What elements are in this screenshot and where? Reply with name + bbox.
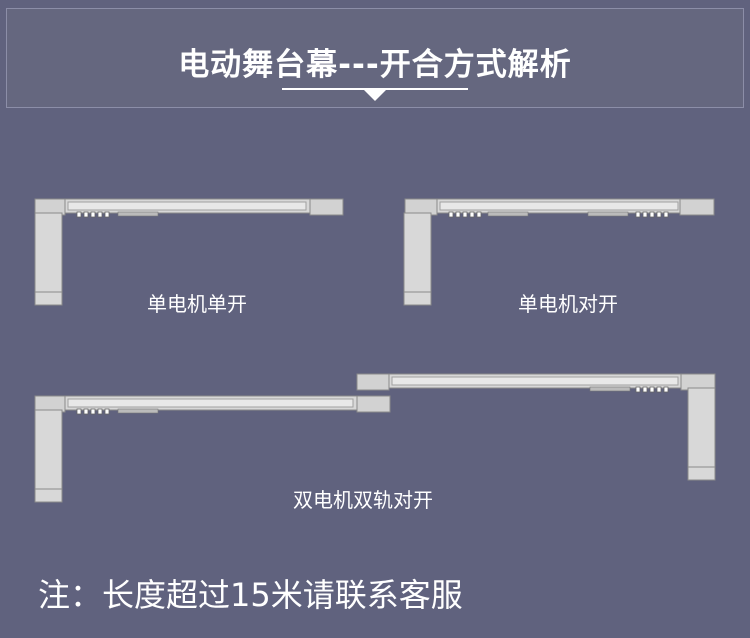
label-single-motor-center-open: 单电机对开 (518, 292, 618, 316)
page-title: 电动舞台幕---开合方式解析 (178, 47, 572, 83)
runner-carriages (448, 211, 669, 218)
right-runner-carriages (589, 386, 669, 393)
length-note: 注：长度超过15米请联系客服 (38, 576, 463, 614)
left-motor-unit (34, 409, 63, 503)
runner-carriages (76, 211, 159, 218)
title-pointer-icon (363, 89, 387, 101)
label-dual-motor-dual-track: 双电机双轨对开 (293, 488, 433, 512)
motor-unit (403, 212, 432, 306)
motor-unit (34, 212, 63, 306)
left-track-rail (34, 395, 391, 413)
right-motor-unit (687, 387, 716, 481)
right-track-rail (356, 373, 716, 391)
track-rail (404, 198, 715, 216)
left-runner-carriages (76, 408, 159, 415)
track-rail (34, 198, 344, 216)
label-single-motor-single-open: 单电机单开 (147, 292, 247, 316)
